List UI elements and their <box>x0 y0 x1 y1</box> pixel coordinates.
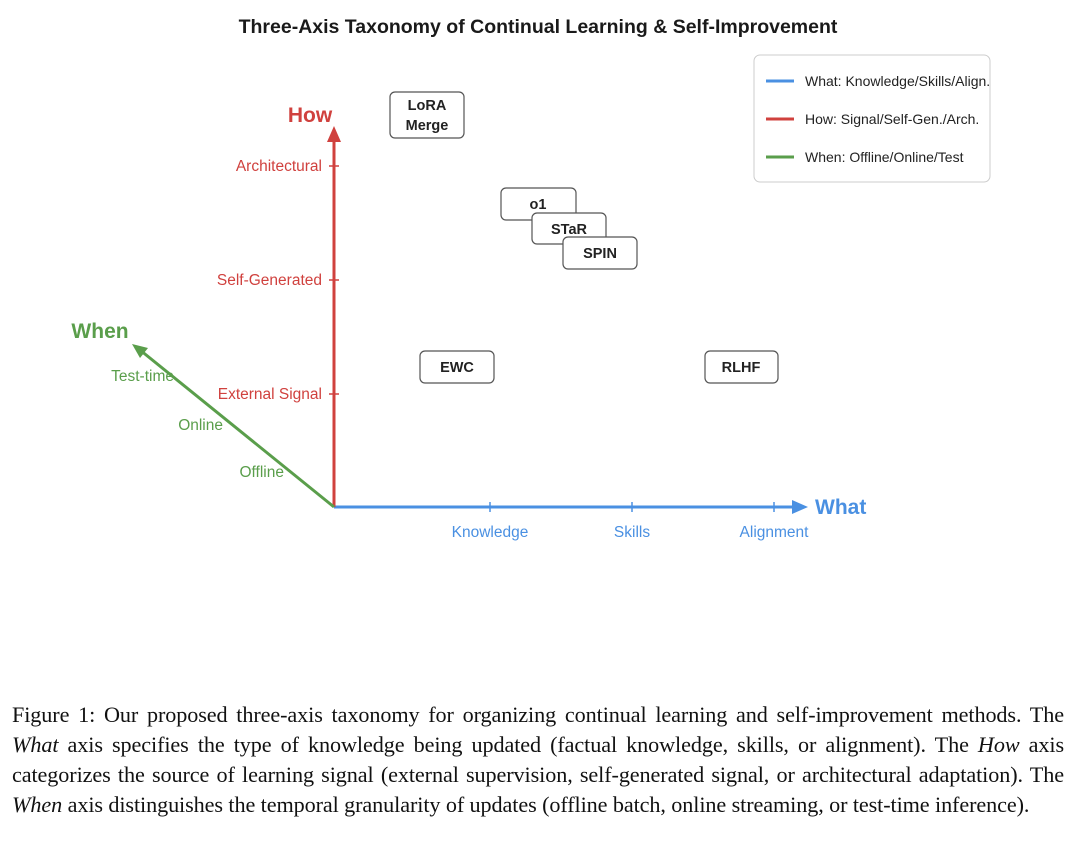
method-box <box>562 236 638 270</box>
method-label: LoRA <box>408 98 447 114</box>
when-tick-label: Offline <box>239 464 284 481</box>
method-box <box>704 350 779 384</box>
caption-text: Figure 1: Our proposed three-axis taxono… <box>12 702 1064 727</box>
method-label: RLHF <box>722 360 761 376</box>
method-label: STaR <box>551 222 588 238</box>
caption-text: axis specifies the type of knowledge bei… <box>58 732 978 757</box>
what-axis-name: What <box>815 496 866 519</box>
method-spin: SPIN <box>562 236 638 270</box>
caption-text: axis categorizes the source of learning … <box>12 732 1064 787</box>
when-axis-line <box>139 348 335 509</box>
how-axis-arrowhead <box>327 126 341 142</box>
what-tick-label: Knowledge <box>452 524 529 541</box>
method-box <box>419 350 495 384</box>
when-tick-label: Online <box>178 417 223 434</box>
what-axis-ticks: Knowledge Skills Alignment <box>452 502 810 541</box>
method-label: EWC <box>440 360 474 376</box>
when-axis-ticks: Offline Online Test-time <box>111 368 284 481</box>
method-lora-merge: LoRA Merge <box>389 91 465 139</box>
what-tick-label: Skills <box>614 524 650 541</box>
caption-text: axis distinguishes the temporal granular… <box>62 792 1030 817</box>
method-star: STaR <box>531 212 607 245</box>
legend-frame <box>753 54 991 183</box>
how-tick-label: Architectural <box>236 158 322 175</box>
when-tick-label: Test-time <box>111 368 174 385</box>
caption-how-term: How <box>977 732 1020 757</box>
when-axis-name: When <box>71 320 128 343</box>
method-ewc: EWC <box>419 350 495 384</box>
method-rlhf: RLHF <box>704 350 779 384</box>
how-axis-name: How <box>288 104 333 127</box>
what-axis-arrowhead <box>792 500 808 514</box>
when-axis-arrowhead <box>132 344 148 358</box>
method-label: o1 <box>530 197 547 213</box>
how-axis-ticks: External Signal Self-Generated Architect… <box>217 158 339 403</box>
legend-label: What: Knowledge/Skills/Align. <box>805 73 990 89</box>
how-tick-label: Self-Generated <box>217 272 322 289</box>
method-box <box>389 91 465 139</box>
method-label: SPIN <box>583 246 617 262</box>
legend-label: How: Signal/Self-Gen./Arch. <box>805 111 979 127</box>
legend: What: Knowledge/Skills/Align. How: Signa… <box>753 54 991 183</box>
how-tick-label: External Signal <box>218 386 322 403</box>
taxonomy-diagram: Three-Axis Taxonomy of Continual Learnin… <box>71 16 991 541</box>
legend-label: When: Offline/Online/Test <box>805 149 964 165</box>
method-o1: o1 <box>500 187 577 221</box>
axis-lines <box>132 126 808 514</box>
method-label: Merge <box>406 118 449 134</box>
caption-what-term: What <box>12 732 59 757</box>
diagram-title: Three-Axis Taxonomy of Continual Learnin… <box>239 16 838 38</box>
what-tick-label: Alignment <box>740 524 810 541</box>
figure-caption: Figure 1: Our proposed three-axis taxono… <box>12 700 1064 820</box>
caption-when-term: When <box>12 792 63 817</box>
